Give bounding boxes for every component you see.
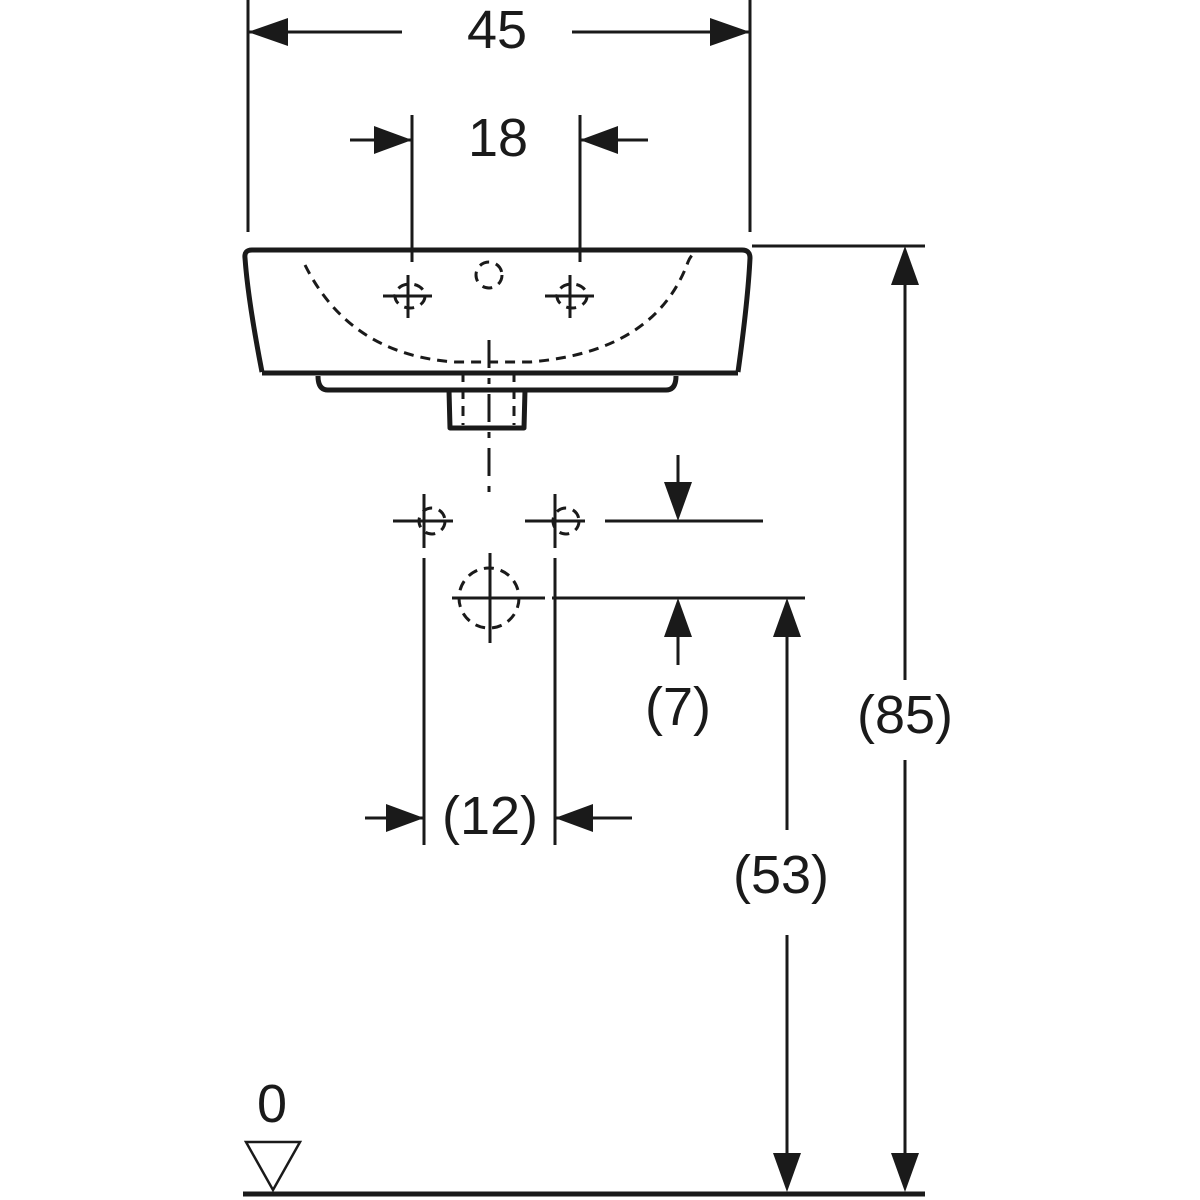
dimension-label-width: 45	[467, 0, 527, 60]
connection-points	[393, 494, 585, 845]
dimension-tap-spacing: 18	[350, 108, 648, 262]
overflow-hole	[474, 260, 504, 290]
dimension-label-supply-offset: (7)	[645, 677, 711, 737]
dimension-label-tap-spacing: 18	[468, 108, 528, 168]
dimension-label-rim-height: (85)	[857, 685, 953, 745]
dimension-overall-width: 45	[246, 0, 752, 232]
floor-level-marker: 0	[243, 1074, 925, 1197]
level-triangle-icon	[243, 1140, 303, 1193]
washbasin-front-view	[242, 247, 753, 502]
dimension-supply-spacing: (12)	[365, 786, 632, 846]
dimension-waste-height: (53)	[733, 598, 829, 1192]
dimension-label-waste-height: (53)	[733, 845, 829, 905]
dimension-rim-height: (85)	[752, 244, 953, 1192]
dimension-label-supply-spacing: (12)	[442, 786, 538, 846]
floor-level-label: 0	[257, 1074, 287, 1134]
dimension-supply-offset: (7)	[552, 455, 805, 737]
